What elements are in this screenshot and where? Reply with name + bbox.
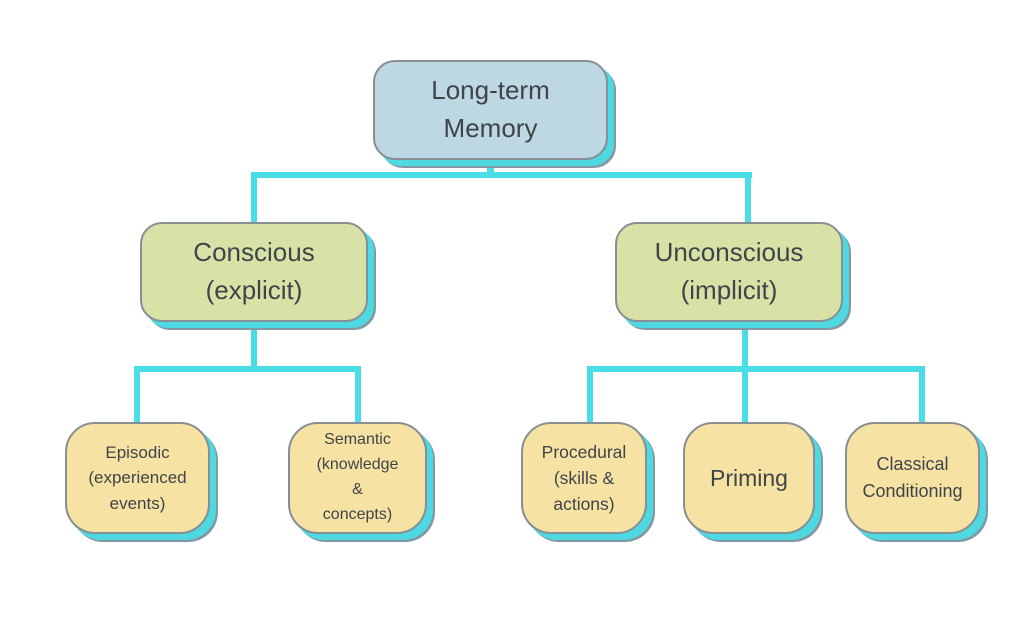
connector-conscious-to-semantic (355, 366, 361, 424)
node-episodic-label: Episodic (experienced events) (88, 442, 187, 513)
node-semantic-label: Semantic (knowledge & concepts) (316, 431, 399, 523)
node-long-term-memory: Long-term Memory (373, 60, 608, 160)
connector-root-to-unconscious (745, 172, 751, 224)
node-episodic: Episodic (experienced events) (65, 422, 210, 534)
node-semantic: Semantic (knowledge & concepts) (288, 422, 427, 534)
connector-level1-horizontal (255, 172, 752, 178)
node-unconscious-label: Unconscious (implicit) (654, 237, 804, 305)
connector-conscious-horizontal (134, 366, 361, 372)
node-classical-conditioning: Classical Conditioning (845, 422, 980, 534)
node-conscious-label: Conscious (explicit) (193, 237, 315, 305)
node-unconscious-implicit: Unconscious (implicit) (615, 222, 843, 322)
connector-root-to-conscious (251, 172, 257, 224)
connector-unconscious-horizontal (587, 366, 925, 372)
connector-unconscious-to-procedural (587, 366, 593, 424)
connector-unconscious-to-classical (919, 366, 925, 424)
node-priming-label: Priming (710, 464, 788, 491)
connector-conscious-to-episodic (134, 366, 140, 424)
node-conscious-explicit: Conscious (explicit) (140, 222, 368, 322)
node-procedural: Procedural (skills & actions) (521, 422, 647, 534)
node-classical-label: Classical Conditioning (862, 454, 963, 501)
node-procedural-label: Procedural (skills & actions) (541, 441, 627, 515)
node-long-term-memory-label: Long-term Memory (431, 75, 550, 143)
node-priming: Priming (683, 422, 815, 534)
connector-conscious-stem (251, 318, 257, 370)
connector-root-stem (487, 156, 494, 176)
